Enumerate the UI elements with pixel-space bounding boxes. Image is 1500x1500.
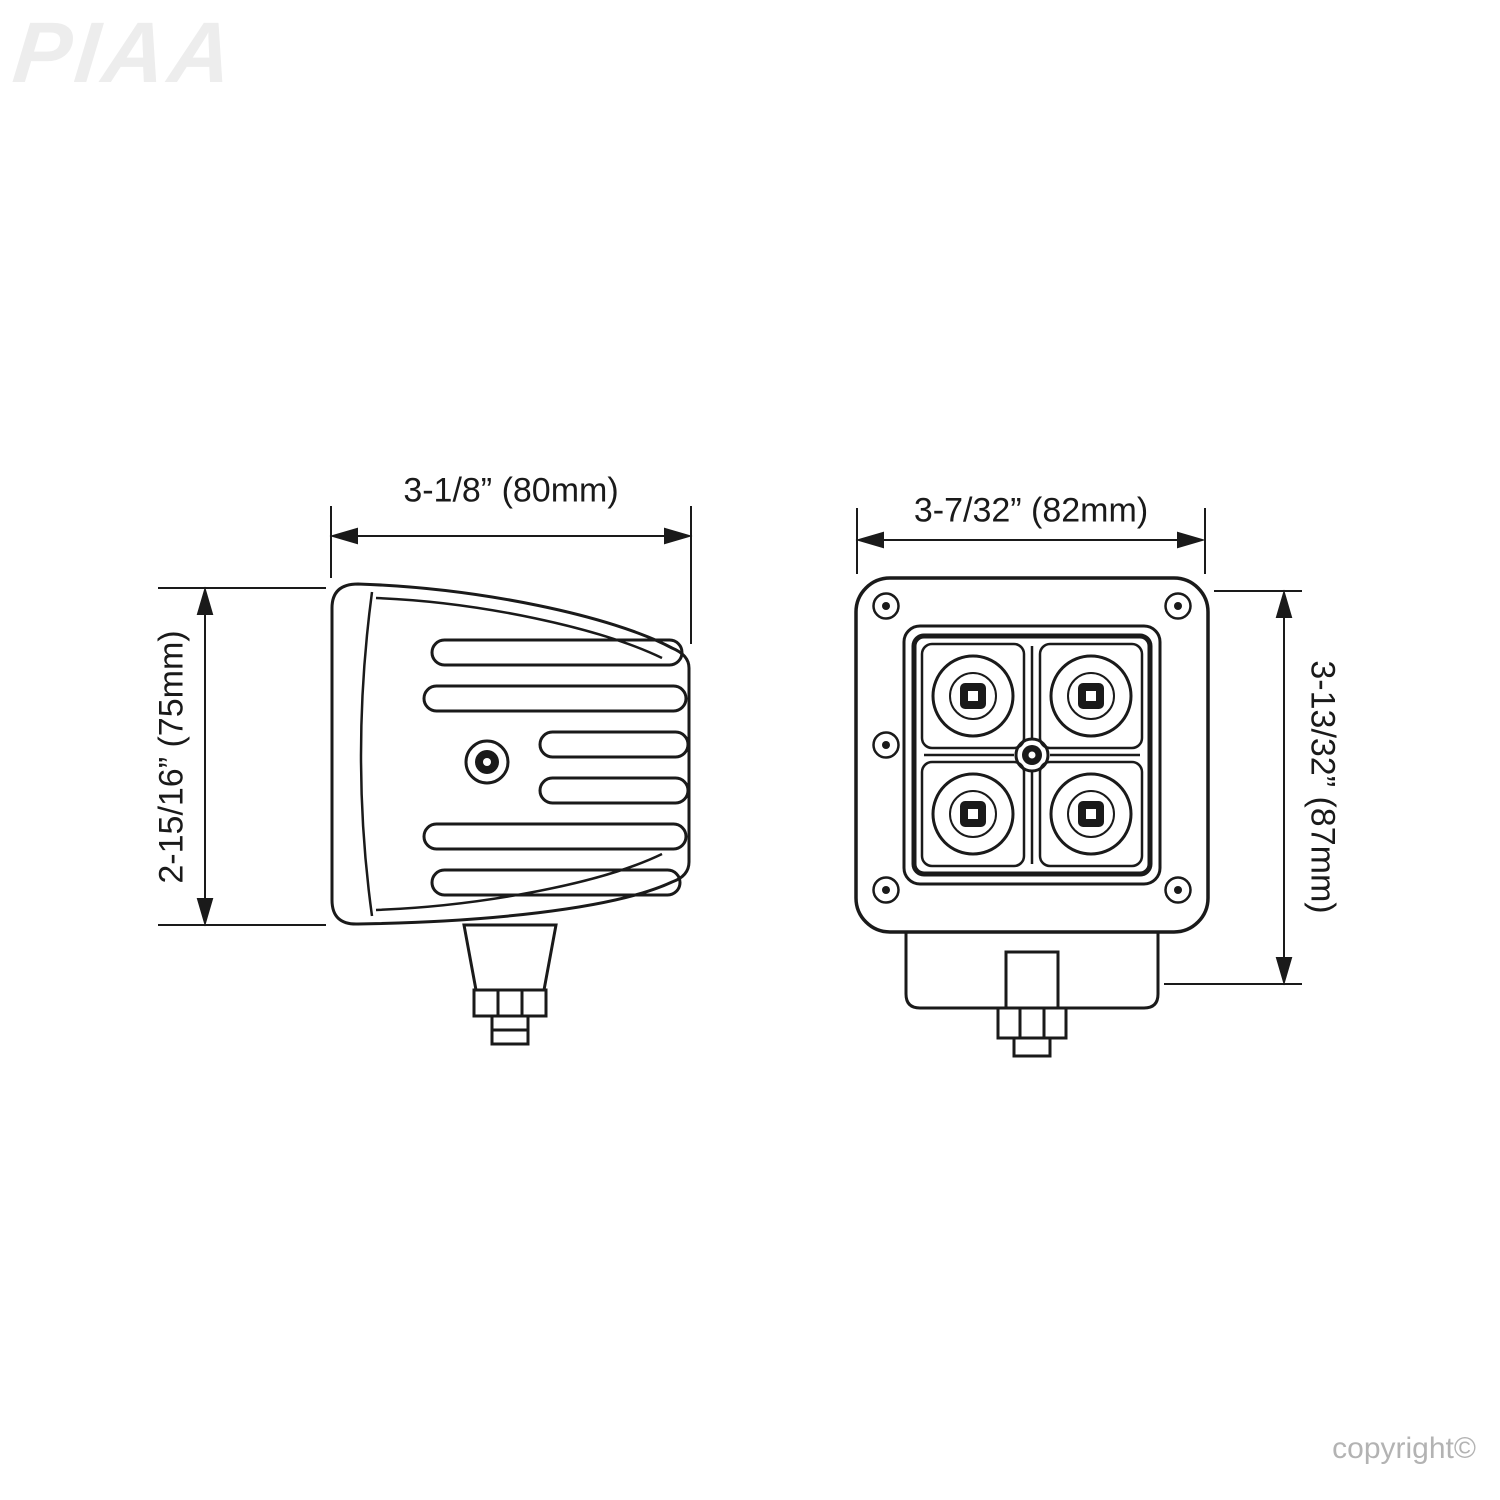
side-body-outline (330, 582, 691, 926)
front-housing-outline (854, 576, 1210, 934)
arrowhead-icon (196, 898, 214, 927)
arrowhead-icon (855, 531, 884, 549)
arrowhead-icon (1275, 957, 1293, 986)
side-height-dimension (158, 586, 326, 927)
front-view (854, 576, 1210, 1058)
arrowhead-icon (1275, 589, 1293, 618)
led-lens (931, 772, 1015, 856)
front-width-dimension (855, 508, 1206, 574)
led-cell (1038, 760, 1144, 868)
side-bolt-icon (464, 739, 510, 785)
led-cell (1038, 642, 1144, 750)
fin (422, 822, 688, 851)
front-mounting-bracket (904, 932, 1160, 1058)
led-lenses (931, 654, 1133, 856)
side-front-face-line (359, 591, 374, 917)
fin (430, 868, 682, 897)
lens-bezel-outer (902, 624, 1162, 886)
arrowhead-icon (1177, 531, 1206, 549)
screw-icon (1164, 876, 1192, 904)
screw-icon (872, 731, 900, 759)
side-view-height-label: 2-15/16” (75mm) (152, 630, 191, 884)
fin (422, 684, 688, 713)
lens-bezel-inner (911, 633, 1153, 877)
arrowhead-icon (329, 527, 358, 545)
housing-screws (872, 592, 1192, 904)
copyright-text: copyright© (1332, 1432, 1476, 1465)
led-cells (920, 642, 1144, 868)
arrowhead-icon (664, 527, 693, 545)
led-cell (920, 642, 1026, 750)
arrowhead-icon (196, 586, 214, 615)
led-lens (1049, 772, 1133, 856)
cell-divider-lines (924, 646, 1140, 864)
side-width-dimension (329, 506, 693, 644)
led-cell (920, 760, 1026, 868)
screw-icon (872, 592, 900, 620)
led-lens (1049, 654, 1133, 738)
heatsink-fins (422, 638, 690, 897)
side-view (330, 582, 691, 1046)
fin (430, 638, 684, 667)
front-view-height-label: 3-13/32” (87mm) (1303, 660, 1342, 914)
screw-icon (1164, 592, 1192, 620)
fin (538, 730, 690, 759)
front-height-dimension (1164, 589, 1302, 986)
screw-icon (872, 876, 900, 904)
side-mounting-stud (462, 923, 558, 1046)
led-lens (931, 654, 1015, 738)
side-top-contour (375, 596, 663, 660)
center-screw-icon (1014, 737, 1050, 773)
side-view-width-label: 3-1/8” (80mm) (403, 471, 619, 510)
fin (538, 776, 690, 805)
side-bottom-contour (375, 852, 663, 912)
dimension-lines (158, 506, 1302, 986)
front-view-width-label: 3-7/32” (82mm) (913, 491, 1149, 530)
